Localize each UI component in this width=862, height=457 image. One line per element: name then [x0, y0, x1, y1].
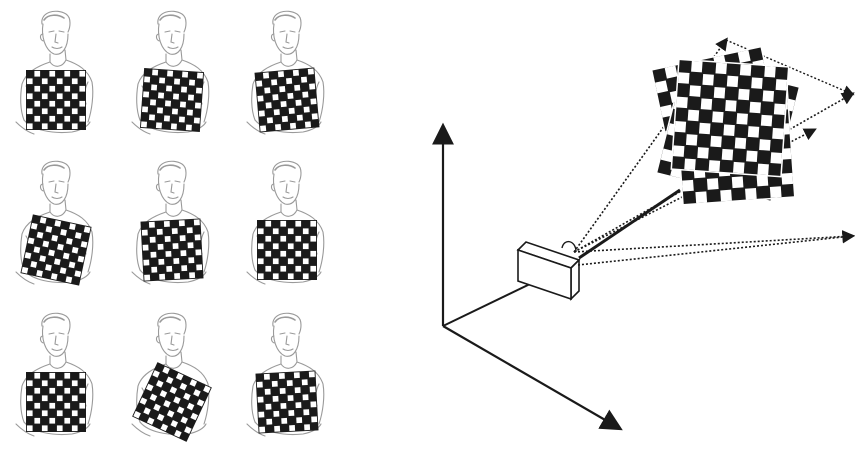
checkerboard-target	[140, 218, 204, 282]
checkerboard-stack	[650, 45, 801, 206]
camera-body-side	[570, 258, 580, 301]
calibration-view-cell	[246, 10, 325, 135]
calibration-views-grid	[0, 0, 340, 457]
person-sketch	[15, 160, 94, 285]
person-sketch	[246, 312, 325, 437]
checkerboard-target	[132, 362, 212, 442]
camera-scene-svg	[432, 37, 856, 431]
checkerboard-target	[26, 372, 86, 432]
checkerboard-target	[139, 67, 205, 133]
checkerboard-target	[257, 220, 317, 280]
checkerboard-pose	[670, 58, 790, 178]
calibration-views-svg	[15, 10, 325, 442]
optical-axis	[578, 188, 681, 260]
calibration-view-cell	[15, 160, 94, 286]
calibration-view-cell	[15, 10, 94, 135]
calibration-view-cell	[131, 160, 210, 285]
world-axis-z	[442, 283, 531, 327]
checkerboard-target	[20, 214, 92, 286]
checkerboard-target	[254, 67, 320, 133]
calibration-view-cell	[246, 160, 325, 285]
calibration-view-cell	[246, 312, 325, 437]
camera-lens-icon	[561, 241, 577, 253]
person-sketch	[15, 312, 94, 437]
calibration-view-cell	[15, 312, 94, 437]
projection-ray	[573, 92, 855, 253]
world-axis-x	[442, 325, 623, 431]
calibration-view-cell	[131, 10, 210, 135]
calibration-view-cell	[131, 312, 212, 442]
camera-calibration-scene	[340, 0, 862, 457]
projection-ray	[573, 230, 856, 253]
projection-ray	[577, 230, 856, 266]
camera-body-front	[517, 248, 572, 301]
checkerboard-target	[26, 70, 86, 130]
camera-body-group	[516, 241, 581, 301]
checkerboard-target	[255, 370, 319, 434]
